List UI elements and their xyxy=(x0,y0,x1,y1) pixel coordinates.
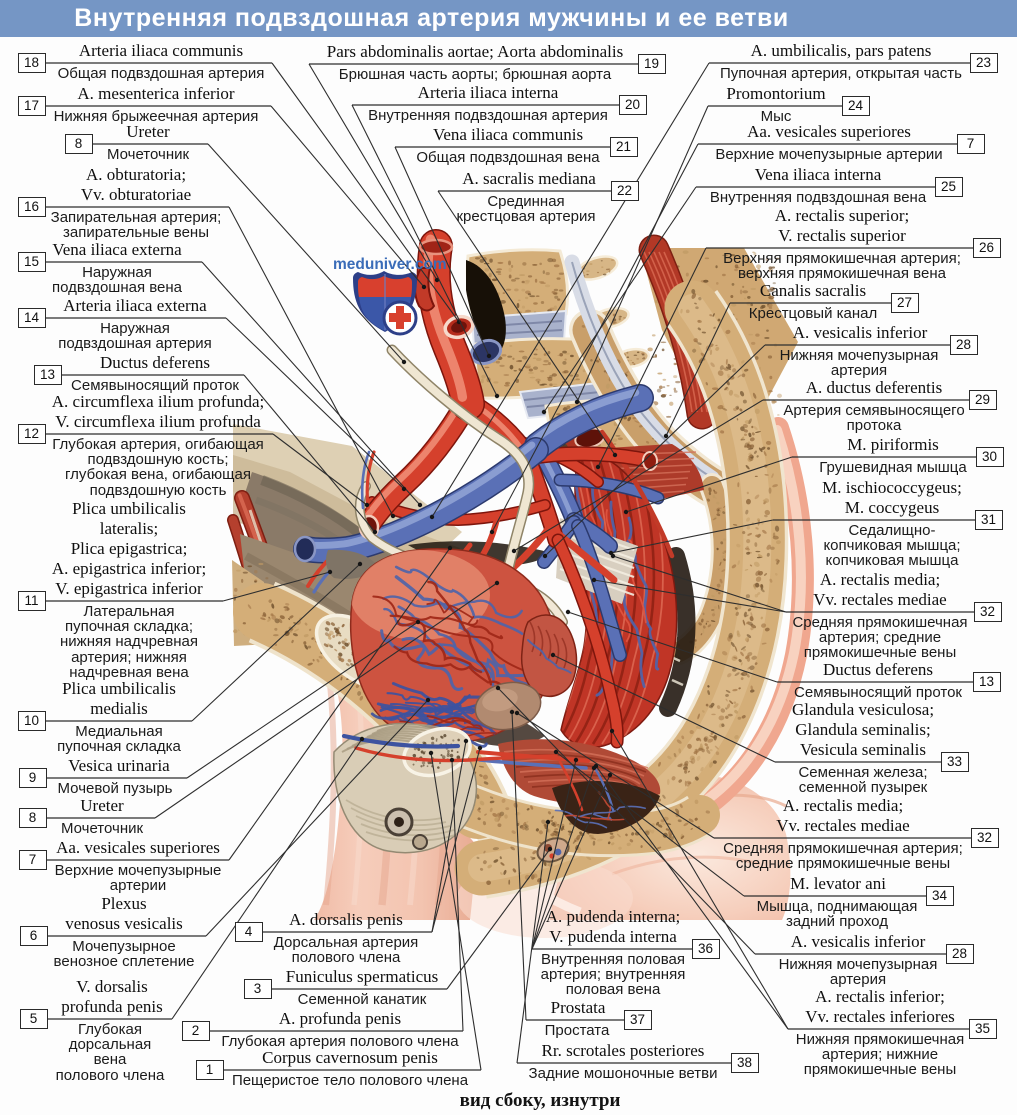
ureter xyxy=(386,344,535,586)
label-lines-9 xyxy=(47,619,421,779)
number-box-29: 29 xyxy=(968,390,997,410)
label-lines-17 xyxy=(46,105,427,290)
number-box-6: 6 xyxy=(19,926,48,946)
label-lines-32 xyxy=(591,553,974,613)
label-lines-16 xyxy=(46,206,396,519)
label-lines-11 xyxy=(46,569,333,602)
number-box-12: 12 xyxy=(17,424,46,444)
number-box-16: 16 xyxy=(17,197,46,217)
number-box-28: 28 xyxy=(949,335,978,355)
label-lines-38 xyxy=(516,819,731,1064)
label-lines-31 xyxy=(608,519,975,556)
number-box-22: 22 xyxy=(610,181,639,201)
number-box-9: 9 xyxy=(18,768,47,788)
label-lines-5 xyxy=(48,736,365,1020)
label-lines-20 xyxy=(351,104,619,399)
number-box-8: 8 xyxy=(64,134,93,154)
number-box-3: 3 xyxy=(243,979,272,999)
label-lines-19 xyxy=(308,63,638,283)
number-box-26: 26 xyxy=(972,238,1001,258)
label-lines-8 xyxy=(93,143,407,365)
number-box-17: 17 xyxy=(17,96,46,116)
number-box-2: 2 xyxy=(181,1021,210,1041)
number-box-38: 38 xyxy=(730,1053,759,1073)
number-box-7: 7 xyxy=(956,134,985,154)
common-iliac-vein xyxy=(469,338,654,460)
watermark-text: meduniver.com xyxy=(333,256,447,273)
number-box-1: 1 xyxy=(195,1060,224,1080)
number-box-4: 4 xyxy=(234,922,263,942)
label-lines-35 xyxy=(593,728,969,1030)
number-box-14: 14 xyxy=(17,308,46,328)
label-lines-13 xyxy=(565,609,973,683)
label-lines-13 xyxy=(62,374,378,535)
number-box-21: 21 xyxy=(609,137,638,157)
seminal-vesicle xyxy=(520,614,578,698)
number-box-35: 35 xyxy=(968,1019,997,1039)
number-box-30: 30 xyxy=(975,447,1004,467)
number-box-13: 13 xyxy=(972,672,1001,692)
label-lines-7 xyxy=(489,143,957,535)
label-lines-22 xyxy=(437,190,618,458)
number-box-19: 19 xyxy=(637,54,666,74)
label-lines-6 xyxy=(48,697,431,937)
label-lines-2 xyxy=(210,757,464,1032)
number-box-7: 7 xyxy=(18,850,47,870)
number-box-36: 36 xyxy=(691,939,720,959)
label-lines-28 xyxy=(495,685,946,955)
label-lines-30 xyxy=(623,456,976,515)
title-bar: Внутренняя подвздошная артерия мужчины и… xyxy=(0,0,1017,37)
label-lines-14 xyxy=(46,317,407,492)
label-lines-12 xyxy=(46,433,370,508)
label-lines-26 xyxy=(595,247,973,470)
number-box-28: 28 xyxy=(945,944,974,964)
label-lines-36 xyxy=(531,757,692,950)
number-box-32: 32 xyxy=(973,602,1002,622)
label-lines-15 xyxy=(46,261,423,508)
number-box-20: 20 xyxy=(618,95,647,115)
number-box-13: 13 xyxy=(33,365,62,385)
number-box-37: 37 xyxy=(623,1010,652,1030)
publisher-shield-icon xyxy=(353,271,418,336)
number-box-23: 23 xyxy=(969,53,998,73)
figure-caption: вид сбоку, изнутри xyxy=(459,1090,621,1111)
label-lines-4 xyxy=(263,738,483,933)
label-lines-1 xyxy=(224,750,482,1071)
number-box-18: 18 xyxy=(17,53,46,73)
label-lines-27 xyxy=(663,302,891,439)
number-box-34: 34 xyxy=(925,886,954,906)
number-box-8: 8 xyxy=(18,808,47,828)
number-box-10: 10 xyxy=(17,711,46,731)
number-box-32: 32 xyxy=(970,828,999,848)
label-lines-25 xyxy=(541,186,935,415)
number-box-33: 33 xyxy=(940,752,969,772)
number-box-5: 5 xyxy=(19,1009,48,1029)
number-box-15: 15 xyxy=(17,252,46,272)
label-lines-21 xyxy=(394,146,610,359)
penile-structures xyxy=(333,722,570,863)
page-title: Внутренняя подвздошная артерия мужчины и… xyxy=(74,4,789,32)
label-lines-28 xyxy=(542,344,950,559)
label-lines-34 xyxy=(553,749,926,897)
label-lines-18 xyxy=(46,62,462,325)
number-box-11: 11 xyxy=(17,591,46,611)
label-lines-8 xyxy=(47,580,500,819)
label-lines-7 xyxy=(47,545,453,861)
number-box-25: 25 xyxy=(934,177,963,197)
number-box-31: 31 xyxy=(974,510,1003,530)
label-lines-33 xyxy=(550,652,941,763)
number-box-27: 27 xyxy=(890,293,919,313)
label-lines-3 xyxy=(272,846,553,990)
label-lines-32 xyxy=(514,710,971,839)
label-lines-37 xyxy=(509,709,624,1021)
label-lines-24 xyxy=(574,105,842,405)
label-lines-23 xyxy=(429,62,970,520)
label-lines-29 xyxy=(511,399,969,554)
number-box-24: 24 xyxy=(841,96,870,116)
label-lines-10 xyxy=(46,561,363,722)
